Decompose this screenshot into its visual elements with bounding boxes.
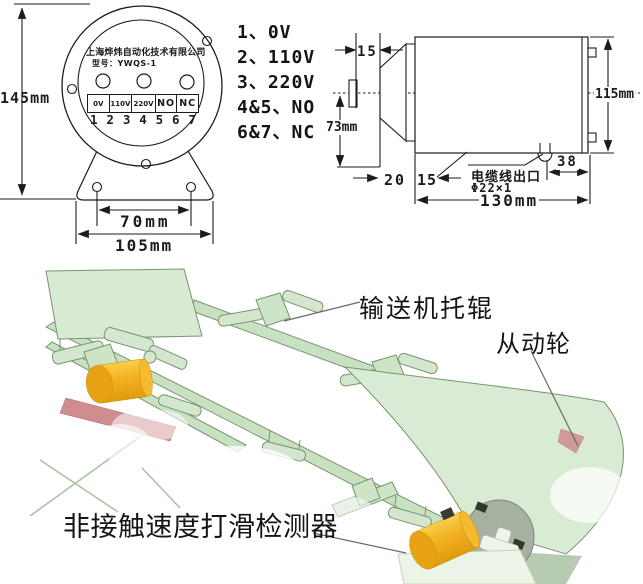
return-roller-3 [387,495,432,529]
terminal-number: 6 [172,112,180,127]
idler-station-2 [217,290,324,327]
body-tab-top [587,47,597,58]
cable-outlet-label: 电缆线出口 [471,170,542,185]
dim-label-73mm: 73mm [325,120,359,135]
dim-label-tip-15: 15 [357,44,378,60]
leader-driven-wheel [530,350,579,447]
dim-145 [0,3,90,200]
sensor-tip [348,79,358,108]
body-tab-bottom [587,132,597,143]
wiring-item: 4&5、NO [237,97,316,118]
dim-label-145mm: 145mm [0,89,51,107]
label-driven-wheel: 从动轮 [496,332,571,358]
dim-38 [546,155,591,204]
wiring-legend: 1、0V 2、110V 3、220V 4&5、NO 6&7、NC [237,20,315,145]
leader-lines [283,301,579,554]
conveyor-illustration [29,268,630,584]
belt-edge-right [557,428,585,454]
model-number: 型号：YWQS-1 [92,59,157,68]
company-name: 上海烨炜自动化技术有限公司 [86,48,206,58]
leader-detector [312,532,407,554]
belt-sheet-left [45,268,203,340]
terminal-number: 3 [122,112,131,127]
speed-detector-right [409,507,480,570]
flange-hole-left [66,83,78,95]
terminal-number: 7 [188,112,196,127]
leader-idler [283,301,361,322]
dim-20-15 [353,151,468,204]
terminal-screw-2 [136,73,152,89]
wiring-item: 2、110V [237,47,316,68]
cable-leader [468,153,544,166]
cable-gland [537,143,553,162]
front-view-drawing [0,3,223,244]
dim-label-105mm: 105mm [115,236,174,255]
dim-label-15: 15 [417,171,438,189]
side-view-drawing [333,33,640,205]
wiring-item: 6&7、NC [237,122,316,143]
flange-hole-top [201,35,213,47]
speed-detector-left [85,358,153,404]
dim-label-130mm: 130mm [479,191,540,210]
cable-outlet-spec: Φ22×1 [471,181,513,195]
terminal-numbers: 1 2 3 4 5 6 7 [87,112,199,127]
return-roller-1 [158,394,202,417]
dim-label-115mm: 115mm [594,87,636,102]
sensor-cone [379,42,407,143]
terminal-number: 2 [106,112,114,127]
detector-body [414,36,589,154]
terminal-cell-110v: 110V [110,95,133,112]
housing-outer-circle [61,5,223,167]
dim-70 [96,191,192,226]
blur-patches [90,409,630,532]
terminal-cell-nc: NC [179,98,197,109]
terminal-screw-1 [95,73,111,89]
label-slip-detector: 非接触速度打滑检测器 [63,512,338,542]
dim-label-20: 20 [384,171,407,189]
terminal-number: 4 [139,112,147,127]
wiring-item: 1、0V [237,22,292,43]
dim-label-38: 38 [556,154,579,170]
wiring-item: 3、220V [237,72,316,93]
dim-tip-15 [335,33,403,167]
housing-inner-circle [77,19,205,147]
belt-sheet-right [343,366,624,555]
terminal-screw-3 [179,74,195,90]
flange-hole-bottom [140,158,152,170]
label-conveyor-idler: 输送机托辊 [359,296,495,323]
dim-105 [75,201,214,244]
mounting-bracket [76,150,214,201]
terminal-cell-0v: 0V [88,95,110,112]
terminal-cell-220v: 220V [132,95,156,112]
dim-label-70mm: 70mm [120,212,171,231]
terminal-strip: 0V 110V 220V NO NC [87,94,199,113]
terminal-cell-no: NO [156,95,178,112]
terminal-number: 5 [155,112,164,127]
terminal-number: 1 [90,112,98,127]
